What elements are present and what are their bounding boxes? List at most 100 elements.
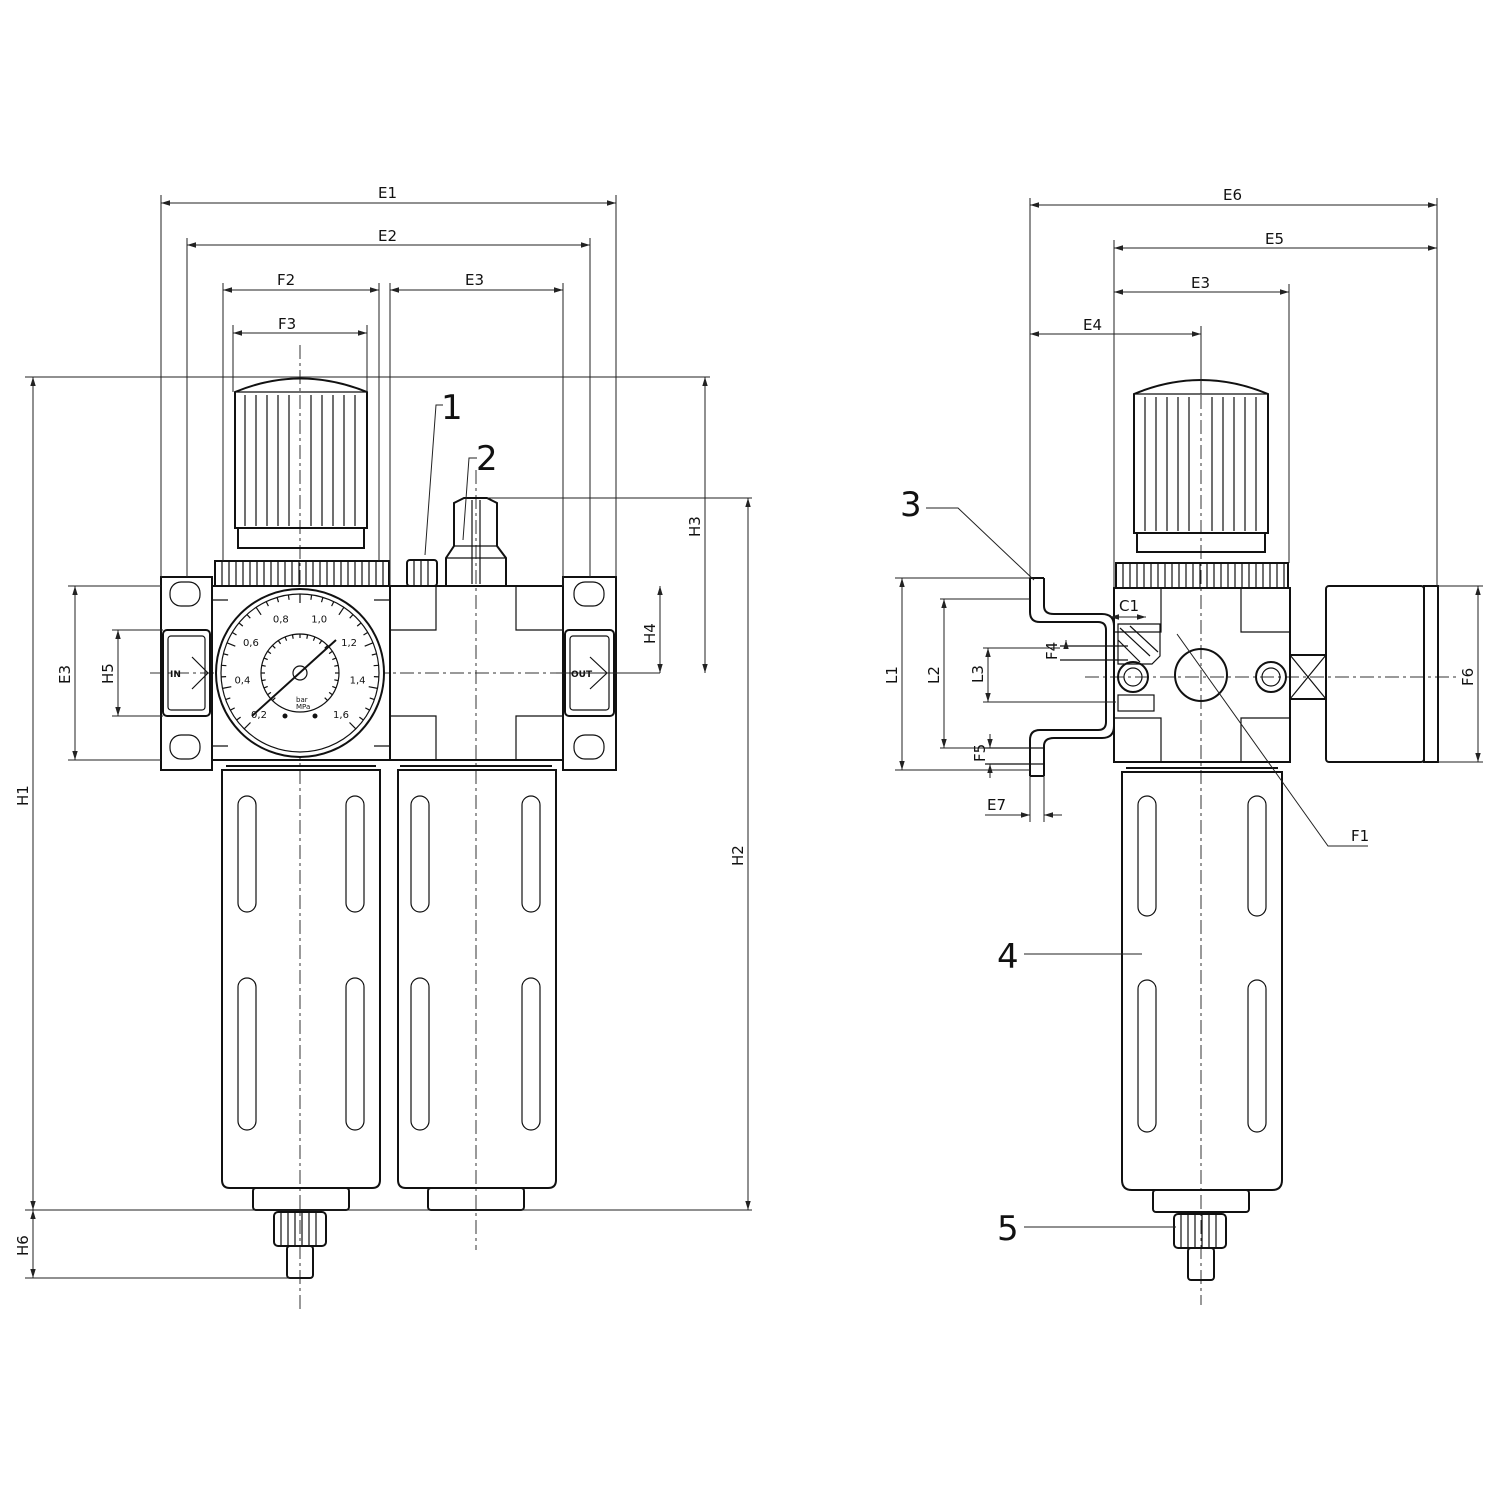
gauge-tick-label: 0,6 <box>243 638 259 649</box>
gauge-tick-mark <box>265 601 269 607</box>
drain-valve <box>273 1211 327 1279</box>
dim-F3: F3 <box>278 315 296 333</box>
filter-bowl <box>221 765 381 1211</box>
gauge-inner-tick <box>277 640 282 645</box>
gauge-inner-tick <box>312 636 316 641</box>
dim-E3-vertical: E3 <box>56 665 74 684</box>
dim-E1: E1 <box>378 184 397 202</box>
gauge-tick-mark <box>349 614 354 619</box>
gauge-tick-label: 1,2 <box>341 638 357 649</box>
dim-F4: F4 <box>1043 642 1061 660</box>
dim-H2: H2 <box>729 845 747 866</box>
mounting-bracket <box>985 577 1128 777</box>
gauge-tick-label: 1,6 <box>333 710 349 721</box>
gauge-tick-label: 0,2 <box>251 710 267 721</box>
gauge-tick-mark <box>371 653 377 656</box>
gauge-tick-mark <box>359 716 364 721</box>
gauge-tick-mark <box>238 622 244 627</box>
dim-H6: H6 <box>14 1235 32 1256</box>
gauge-tick-label: 0,8 <box>273 614 289 625</box>
dim-L2: L2 <box>925 666 943 684</box>
dim-H3: H3 <box>686 516 704 537</box>
gauge-tick-label: 1,4 <box>350 676 366 687</box>
gauge-inner-tick <box>328 691 333 696</box>
gauge-inner-tick <box>324 697 329 702</box>
dim-F5: F5 <box>971 744 989 762</box>
gauge-tick-mark <box>243 722 251 730</box>
gauge-tick-mark <box>363 631 369 636</box>
dim-L3: L3 <box>969 665 987 683</box>
dim-F1: F1 <box>1351 827 1369 845</box>
callout-5: 5 <box>997 1209 1019 1249</box>
gauge-tick-mark <box>310 594 313 600</box>
side-body <box>1113 587 1291 763</box>
gauge-tick-mark <box>225 697 231 701</box>
regulator-knob <box>234 377 368 549</box>
dim-E3: E3 <box>465 271 484 289</box>
gauge-tick-mark <box>287 594 290 600</box>
callout-4: 4 <box>997 937 1019 977</box>
gauge-tick-mark <box>246 614 251 619</box>
gauge-tick-mark <box>231 631 237 636</box>
dim-F6: F6 <box>1459 668 1477 686</box>
gauge-inner-tick <box>324 644 329 649</box>
gauge-inner-tick <box>267 650 272 655</box>
gauge-inner-tick <box>267 691 272 696</box>
gauge-tick-mark <box>369 697 375 701</box>
knurled-ring <box>214 560 390 587</box>
gauge-tick-mark <box>226 642 236 647</box>
svg-text:bar: bar <box>296 696 308 704</box>
gauge-tick-mark <box>365 707 370 711</box>
gauge-inner-tick <box>261 664 266 667</box>
gauge-tick-mark <box>349 722 357 730</box>
dim-E3-side: E3 <box>1191 274 1210 292</box>
dim-C1: C1 <box>1119 597 1139 615</box>
gauge-inner-tick <box>271 697 276 702</box>
lubricator-top-fitting <box>445 497 507 586</box>
gauge-tick-mark <box>320 597 324 603</box>
side-filter-bowl <box>1121 767 1283 1213</box>
gauge-inner-tick <box>318 640 323 645</box>
svg-text:MPa: MPa <box>296 703 310 711</box>
dim-F2: F2 <box>277 271 295 289</box>
gauge-tick-mark <box>356 622 362 627</box>
gauge-tick-label: 0,4 <box>234 676 250 687</box>
callout-2: 2 <box>476 439 498 479</box>
gauge-tick-mark <box>255 606 262 616</box>
gauge-inner-tick <box>261 679 266 682</box>
gauge-inner-tick <box>263 657 268 661</box>
gauge-tick-mark <box>338 606 345 616</box>
gauge-inner-tick <box>332 685 337 689</box>
inlet-port-label: IN <box>170 670 181 680</box>
gauge-tick-label: 1,0 <box>311 614 327 625</box>
dim-E2: E2 <box>378 227 397 245</box>
side-knurled-ring <box>1115 562 1289 589</box>
dim-H4: H4 <box>641 623 659 644</box>
gauge-inner-tick <box>263 685 268 689</box>
dim-H5: H5 <box>99 663 117 684</box>
front-view: IN 0,2 0,4 0,6 0,8 1,0 1,2 1,4 1,6 bar MPa <box>14 184 752 1310</box>
dim-E4: E4 <box>1083 316 1102 334</box>
gauge-inner-tick <box>291 634 294 639</box>
gauge-inner-tick <box>271 644 276 649</box>
gauge-tick-mark <box>331 601 335 607</box>
lubricator-bowl <box>397 765 557 1211</box>
gauge-inner-tick <box>328 650 333 655</box>
oil-screw <box>406 559 438 587</box>
gauge-inner-tick <box>334 679 339 682</box>
gauge-tick-mark <box>368 686 378 689</box>
outlet-port-label: OUT <box>571 670 593 680</box>
gauge-tick-mark <box>222 686 232 689</box>
gauge-inner-tick <box>284 636 288 641</box>
dim-L1: L1 <box>883 666 901 684</box>
side-view: E6 E5 E3 E4 C1 E7 L1 L2 L3 F4 F5 F6 F1 3… <box>883 186 1483 1305</box>
dim-E6: E6 <box>1223 186 1242 204</box>
pressure-gauge: 0,2 0,4 0,6 0,8 1,0 1,2 1,4 1,6 bar MPa <box>215 588 385 758</box>
gauge-tick-mark <box>223 653 229 656</box>
side-regulator-knob <box>1133 379 1269 553</box>
gauge-inner-tick <box>334 664 339 667</box>
gauge-tick-mark <box>276 597 280 603</box>
callout-3: 3 <box>900 485 922 525</box>
gauge-tick-mark <box>230 707 235 711</box>
